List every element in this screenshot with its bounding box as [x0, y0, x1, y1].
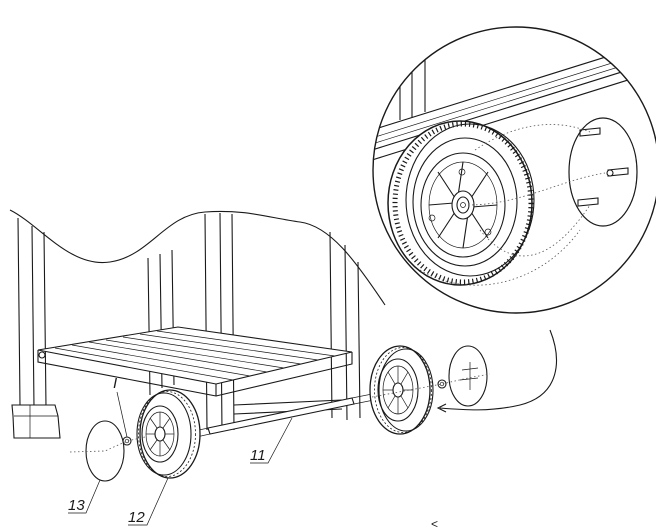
right-nut [437, 379, 447, 389]
left-axis-line [69, 436, 146, 453]
right-axis-line [371, 373, 491, 398]
label-13: 13 [68, 479, 101, 514]
left-wheel [136, 389, 201, 479]
label-12: 12 [128, 477, 169, 526]
leg-foot-detail [14, 405, 58, 438]
front-leg-left [204, 212, 235, 433]
right-wheel [369, 345, 434, 435]
label-i: I [113, 375, 128, 438]
leg-foot [11, 404, 61, 439]
svg-text:11: 11 [250, 447, 266, 464]
cutaway-edge [9, 209, 386, 306]
detail-leader-arrow [436, 403, 447, 413]
svg-text:13: 13 [68, 497, 85, 514]
corner-mark: < [431, 517, 438, 530]
detail-magnifier [372, 26, 656, 314]
detail-leader-line [439, 329, 557, 411]
left-hub-cap [85, 420, 125, 482]
bracket-rivet [38, 351, 46, 359]
shelf-slats [54, 330, 336, 381]
right-hub-cap [448, 345, 488, 407]
svg-text:I: I [113, 375, 117, 392]
svg-text:12: 12 [128, 509, 145, 526]
left-nut [122, 436, 132, 446]
front-leg-right [329, 231, 361, 421]
left-rear-leg [17, 217, 47, 409]
label-11: 11 [250, 417, 293, 464]
cart-frame [9, 209, 386, 439]
shelf-edge [37, 350, 353, 397]
